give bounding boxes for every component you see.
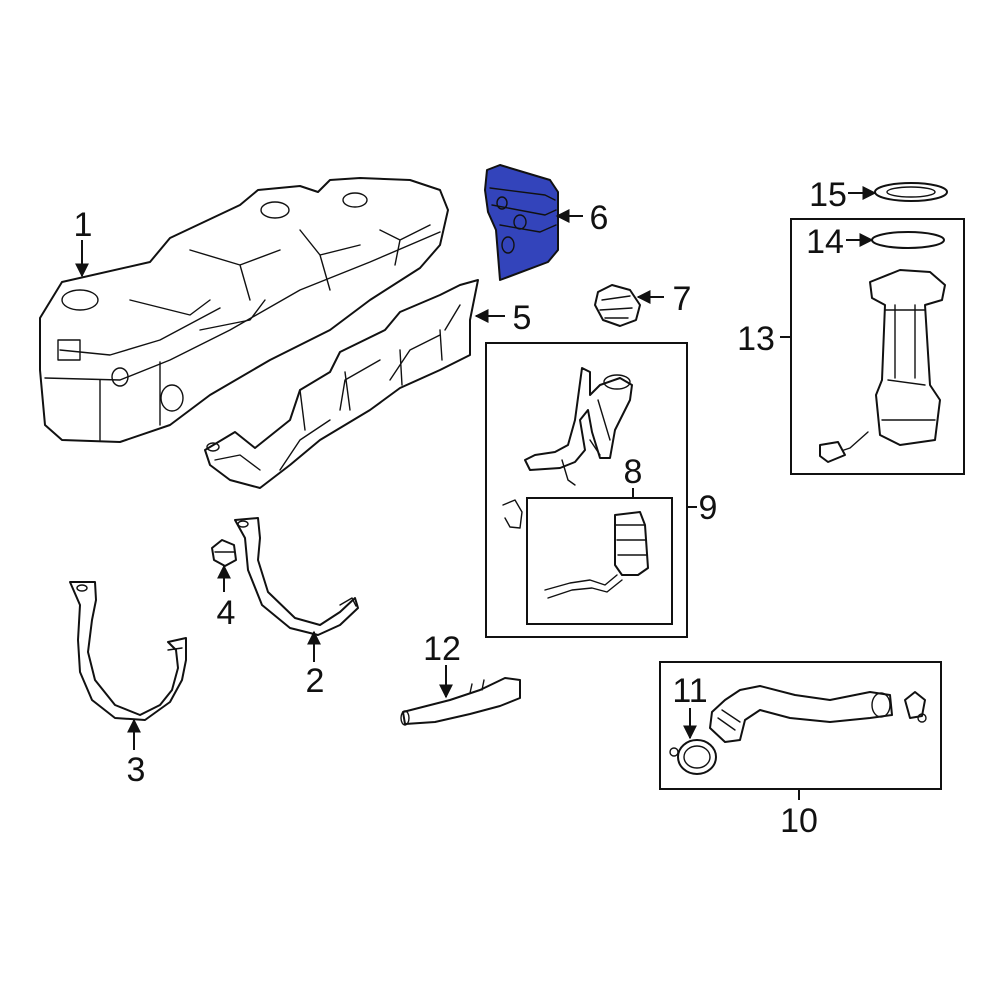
- hose-kit-part[interactable]: [544, 511, 649, 599]
- nut-part[interactable]: [211, 539, 237, 567]
- filler-neck-part[interactable]: [502, 367, 633, 529]
- hose-kit-group-box: [526, 497, 673, 625]
- tank-strap-part-3[interactable]: [69, 581, 187, 721]
- callout-6: 6: [590, 199, 609, 237]
- callout-9: 9: [699, 489, 718, 527]
- callout-5: 5: [513, 299, 532, 337]
- heat-shield-bracket-part[interactable]: [484, 164, 559, 281]
- callout-11: 11: [672, 672, 707, 710]
- seal-ring-part[interactable]: [871, 231, 945, 249]
- callout-7: 7: [673, 280, 692, 318]
- fuel-pump-group-box: [790, 218, 965, 475]
- callout-2: 2: [306, 662, 325, 700]
- vent-tube-part[interactable]: [400, 677, 521, 726]
- callout-12: 12: [423, 630, 461, 668]
- callout-4: 4: [217, 594, 236, 632]
- fuel-cap-part[interactable]: [594, 284, 641, 327]
- callout-3: 3: [127, 751, 146, 789]
- callout-1: 1: [74, 206, 93, 244]
- fuel-tank-part[interactable]: [39, 177, 449, 443]
- fuel-pump-module-part[interactable]: [819, 269, 946, 463]
- callout-13: 13: [737, 320, 775, 358]
- tank-shield-part[interactable]: [204, 279, 479, 489]
- lock-ring-part[interactable]: [874, 182, 948, 202]
- callout-8: 8: [624, 453, 643, 491]
- filler-hose-group-box: [659, 661, 942, 790]
- callout-14: 14: [806, 223, 844, 261]
- filler-hose-part[interactable]: [709, 685, 927, 743]
- callout-10: 10: [780, 802, 818, 840]
- filler-neck-group-box: [485, 342, 688, 638]
- tank-strap-part-2[interactable]: [234, 517, 359, 636]
- callout-15: 15: [809, 176, 847, 214]
- hose-clamp-part[interactable]: [669, 739, 717, 775]
